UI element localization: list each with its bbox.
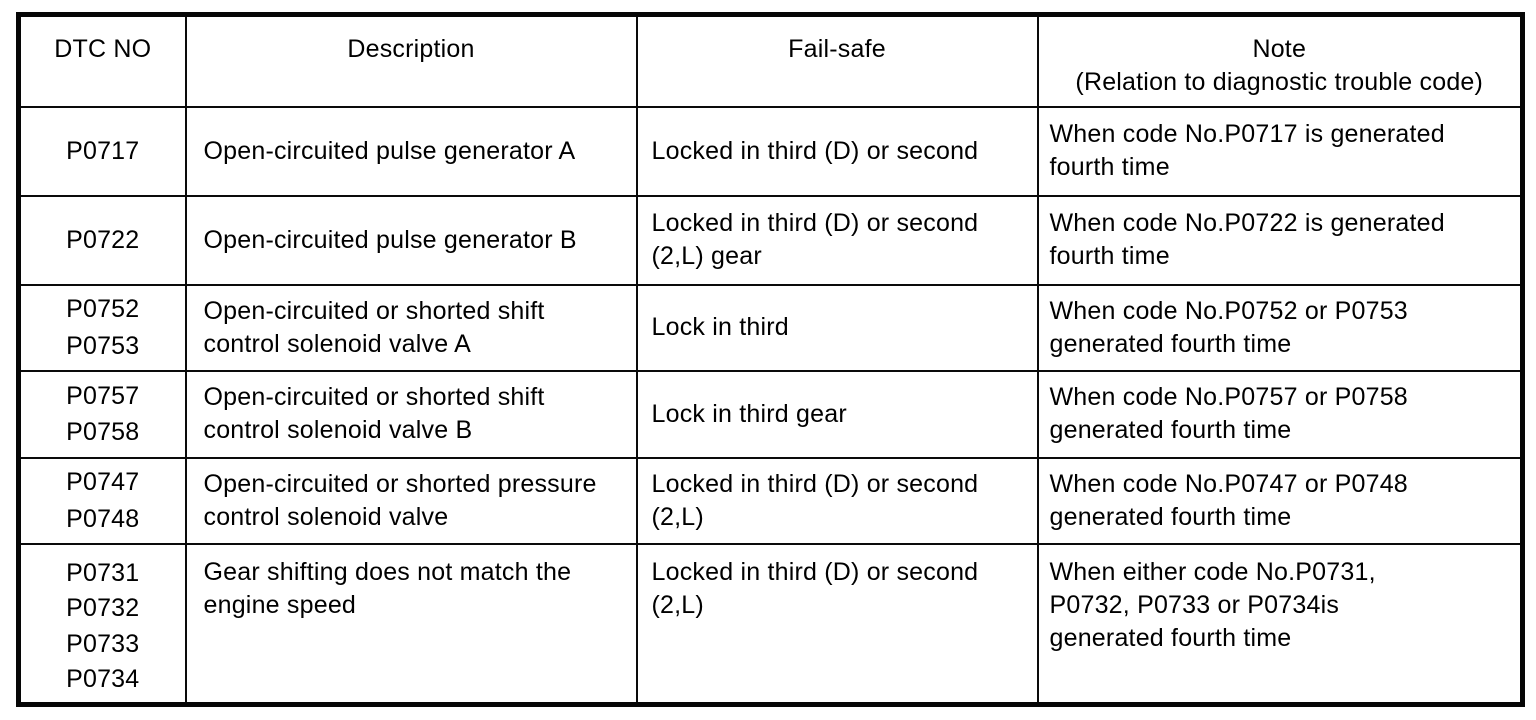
note-cell: When code No.P0752 or P0753 generated fo… — [1036, 283, 1524, 372]
dtc-table: DTC NO Description Fail-safe Note (Relat… — [16, 12, 1525, 707]
description-cell: Open-circuited pulse generator A — [184, 105, 638, 197]
dtc-code-cell: P0757 P0758 — [17, 369, 187, 459]
fail-safe-cell: Locked in third (D) or second — [635, 105, 1039, 197]
description-cell: Open-circuited or shorted pressure contr… — [184, 456, 638, 545]
note-cell: When code No.P0747 or P0748 generated fo… — [1036, 456, 1524, 545]
fail-safe-cell: Locked in third (D) or second (2,L) — [635, 542, 1039, 705]
dtc-code-cell: P0717 — [17, 105, 187, 197]
column-header-fail-safe: Fail-safe — [635, 13, 1039, 108]
note-cell: When code No.P0722 is generated fourth t… — [1036, 194, 1524, 286]
note-cell: When either code No.P0731, P0732, P0733 … — [1036, 542, 1524, 705]
note-cell: When code No.P0717 is generated fourth t… — [1036, 105, 1524, 197]
table-row: P0722 Open-circuited pulse generator B L… — [17, 194, 1524, 286]
fail-safe-cell: Lock in third — [635, 283, 1039, 372]
table-row: P0717 Open-circuited pulse generator A L… — [17, 105, 1524, 197]
table-row: P0747 P0748 Open-circuited or shorted pr… — [17, 456, 1524, 545]
dtc-code-cell: P0722 — [17, 194, 187, 286]
note-cell: When code No.P0757 or P0758 generated fo… — [1036, 369, 1524, 459]
table-row: P0757 P0758 Open-circuited or shorted sh… — [17, 369, 1524, 459]
column-header-note: Note (Relation to diagnostic trouble cod… — [1036, 13, 1524, 108]
fail-safe-cell: Locked in third (D) or second (2,L) — [635, 456, 1039, 545]
column-header-dtc-no: DTC NO — [17, 13, 187, 108]
dtc-code-cell: P0752 P0753 — [17, 283, 187, 372]
description-cell: Open-circuited or shorted shift control … — [184, 369, 638, 459]
header-row: DTC NO Description Fail-safe Note (Relat… — [17, 13, 1524, 108]
description-cell: Gear shifting does not match the engine … — [184, 542, 638, 705]
scanned-page: DTC NO Description Fail-safe Note (Relat… — [16, 12, 1525, 707]
table-row: P0752 P0753 Open-circuited or shorted sh… — [17, 283, 1524, 372]
description-cell: Open-circuited pulse generator B — [184, 194, 638, 286]
fail-safe-cell: Lock in third gear — [635, 369, 1039, 459]
table-row: P0731 P0732 P0733 P0734 Gear shifting do… — [17, 542, 1524, 705]
dtc-code-cell: P0731 P0732 P0733 P0734 — [17, 542, 187, 705]
dtc-code-cell: P0747 P0748 — [17, 456, 187, 545]
fail-safe-cell: Locked in third (D) or second (2,L) gear — [635, 194, 1039, 286]
description-cell: Open-circuited or shorted shift control … — [184, 283, 638, 372]
column-header-description: Description — [184, 13, 638, 108]
